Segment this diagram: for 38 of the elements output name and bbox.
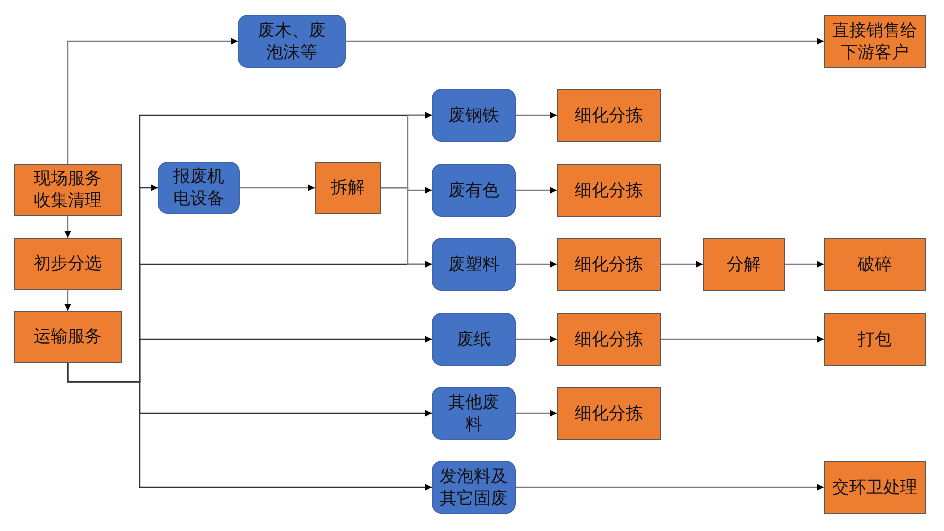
arrow (661, 261, 703, 268)
arrow (240, 184, 315, 192)
process-box: 现场服务收集清理 (14, 164, 122, 216)
arrow (661, 336, 824, 343)
arrow (346, 38, 824, 45)
process-box: 交环卫处理 (824, 461, 926, 514)
process-box: 打包 (824, 313, 926, 366)
process-box: 分解 (703, 238, 785, 291)
process-box: 细化分拣 (557, 313, 661, 366)
material-box: 废塑料 (432, 238, 516, 291)
material-box: 废有色 (432, 164, 516, 217)
arrow (64, 216, 72, 238)
arrow (381, 187, 432, 268)
arrow (516, 484, 824, 491)
arrow (67, 38, 238, 164)
process-box: 细化分拣 (557, 164, 661, 217)
material-box: 其他废料 (432, 387, 516, 440)
arrow (516, 187, 557, 194)
process-box: 细化分拣 (557, 387, 661, 440)
process-box: 直接销售给下游客户 (824, 15, 926, 68)
process-box: 破碎 (824, 238, 926, 291)
process-box: 初步分选 (14, 238, 122, 290)
process-box: 拆解 (315, 162, 381, 214)
arrow (67, 363, 432, 491)
arrow (64, 290, 72, 311)
arrow (516, 336, 557, 343)
arrow (516, 112, 557, 119)
process-box: 细化分拣 (557, 89, 661, 142)
arrow (516, 410, 557, 417)
arrow (516, 261, 557, 268)
material-box: 报废机电设备 (158, 162, 240, 214)
material-box: 废纸 (432, 313, 516, 366)
material-box: 废木、废泡沫等 (238, 15, 346, 68)
process-box: 运输服务 (14, 311, 122, 363)
arrow (785, 261, 824, 268)
material-box: 废钢铁 (432, 89, 516, 142)
material-box: 发泡料及其它固废 (432, 461, 516, 514)
process-box: 细化分拣 (557, 238, 661, 291)
